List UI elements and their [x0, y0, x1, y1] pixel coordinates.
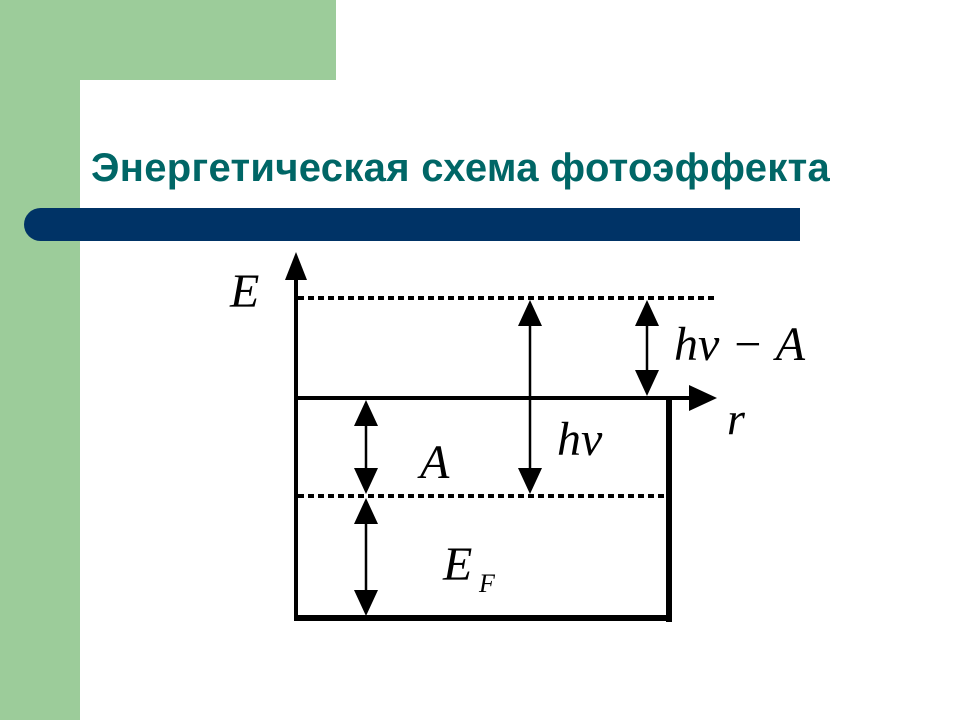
work-function-label: A: [417, 436, 450, 489]
x-axis-arrow-icon: [689, 385, 717, 411]
y-axis-arrow-icon: [285, 252, 307, 280]
title-underline-bar: [24, 208, 800, 241]
fermi-energy-subscript: F: [478, 569, 496, 598]
slide-title: Энергетическая схема фотоэффекта: [91, 146, 831, 190]
hv-minus-a-label: hν − A: [674, 318, 806, 371]
y-axis: [285, 252, 307, 620]
hv-label: hν: [557, 413, 603, 466]
x-axis-label: r: [727, 393, 746, 444]
hv-minus-a-double-arrow: [635, 300, 659, 396]
decor-green-left: [0, 0, 80, 720]
fermi-energy-double-arrow: [354, 498, 378, 616]
y-axis-label: E: [229, 265, 259, 318]
fermi-energy-label: E: [442, 538, 472, 591]
x-axis: [294, 385, 717, 411]
hv-double-arrow: [518, 300, 542, 494]
work-function-double-arrow: [354, 400, 378, 494]
